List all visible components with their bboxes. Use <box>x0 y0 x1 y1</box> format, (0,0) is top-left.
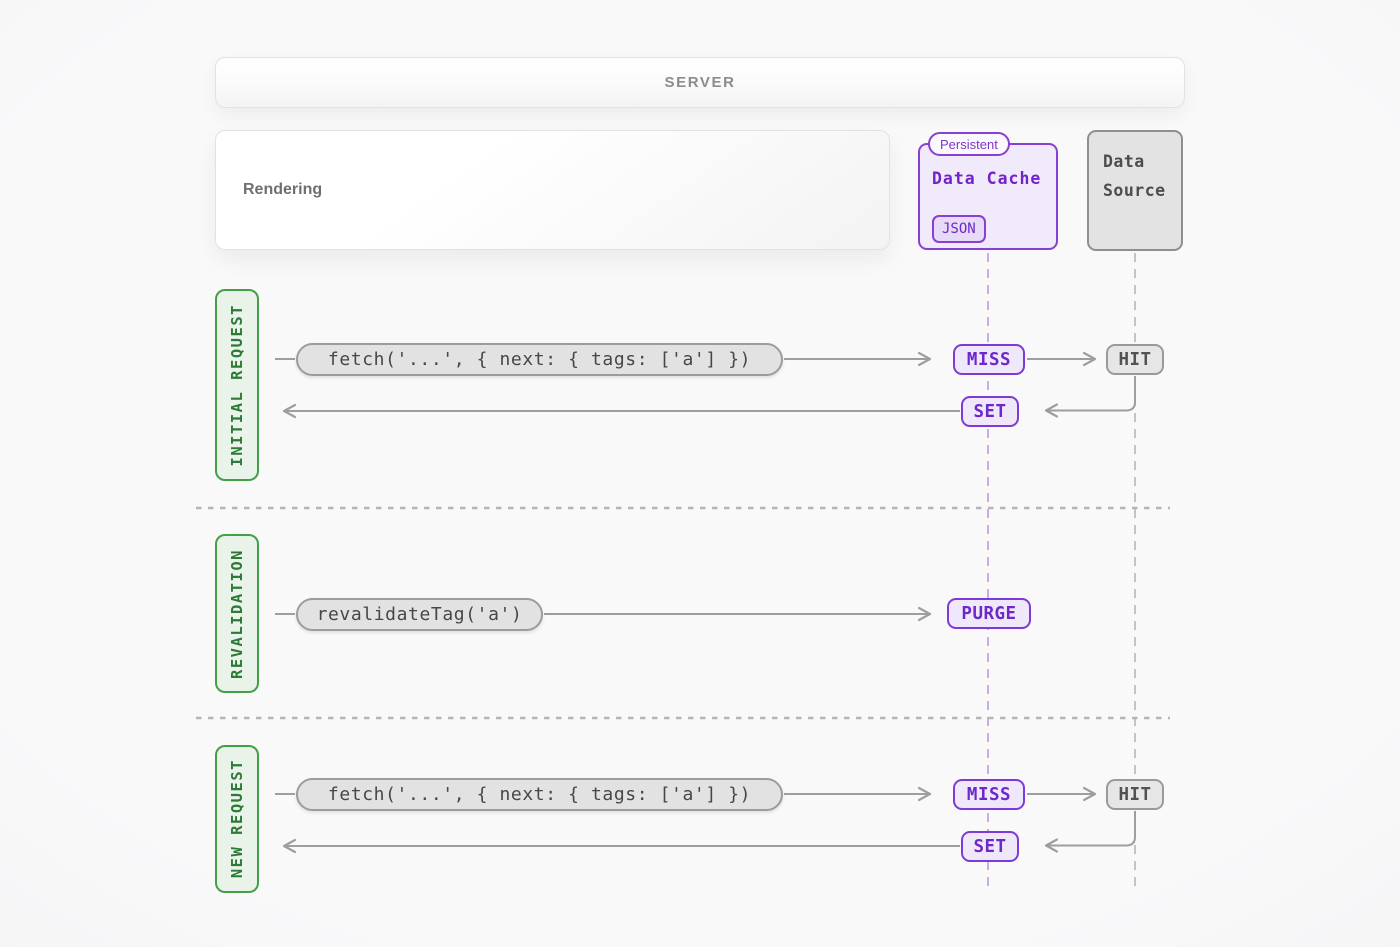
data-cache-box: Persistent Data Cache JSON <box>918 132 1058 250</box>
fetch-call-pill-new: fetch('...', { next: { tags: ['a'] }) <box>296 778 783 811</box>
json-chip: JSON <box>932 215 986 243</box>
cache-miss-badge-new: MISS <box>953 779 1025 810</box>
cache-miss-label-initial: MISS <box>966 349 1012 370</box>
new-request-label: NEW REQUEST <box>228 759 246 879</box>
server-bar: SERVER <box>215 57 1185 108</box>
cache-set-badge-new: SET <box>961 831 1019 862</box>
persistent-badge: Persistent <box>928 132 1010 156</box>
revalidate-tag-pill: revalidateTag('a') <box>296 598 543 631</box>
fetch-call-pill-initial: fetch('...', { next: { tags: ['a'] }) <box>296 343 783 376</box>
new-request-wires <box>275 786 1136 854</box>
rendering-box: Rendering <box>215 130 890 250</box>
initial-request-wires <box>275 351 1136 419</box>
cache-set-label-initial: SET <box>973 401 1007 422</box>
cache-purge-badge: PURGE <box>947 598 1031 629</box>
section-label-revalidation: REVALIDATION <box>215 534 259 693</box>
source-hit-label-new: HIT <box>1118 784 1152 805</box>
section-label-new-request: NEW REQUEST <box>215 745 259 893</box>
revalidate-tag-text: revalidateTag('a') <box>316 604 523 625</box>
initial-request-label: INITIAL REQUEST <box>228 303 246 467</box>
cache-miss-badge-initial: MISS <box>953 344 1025 375</box>
fetch-call-text-new: fetch('...', { next: { tags: ['a'] }) <box>327 784 752 805</box>
data-source-title: Data Source <box>1103 152 1166 200</box>
cache-miss-label-new: MISS <box>966 784 1012 805</box>
fetch-call-text-initial: fetch('...', { next: { tags: ['a'] }) <box>327 349 752 370</box>
persistent-badge-label: Persistent <box>940 136 998 152</box>
cache-purge-label: PURGE <box>961 603 1017 624</box>
cache-set-badge-initial: SET <box>961 396 1019 427</box>
data-source-box: Data Source <box>1087 130 1183 251</box>
source-hit-label-initial: HIT <box>1118 349 1152 370</box>
section-label-initial-request: INITIAL REQUEST <box>215 289 259 481</box>
server-label: SERVER <box>664 74 736 91</box>
source-hit-badge-initial: HIT <box>1106 344 1164 375</box>
source-hit-badge-new: HIT <box>1106 779 1164 810</box>
rendering-label: Rendering <box>243 181 323 198</box>
revalidation-label: REVALIDATION <box>228 548 246 679</box>
json-chip-label: JSON <box>942 221 976 237</box>
cache-set-label-new: SET <box>973 836 1007 857</box>
data-cache-title: Data Cache <box>932 169 1042 188</box>
